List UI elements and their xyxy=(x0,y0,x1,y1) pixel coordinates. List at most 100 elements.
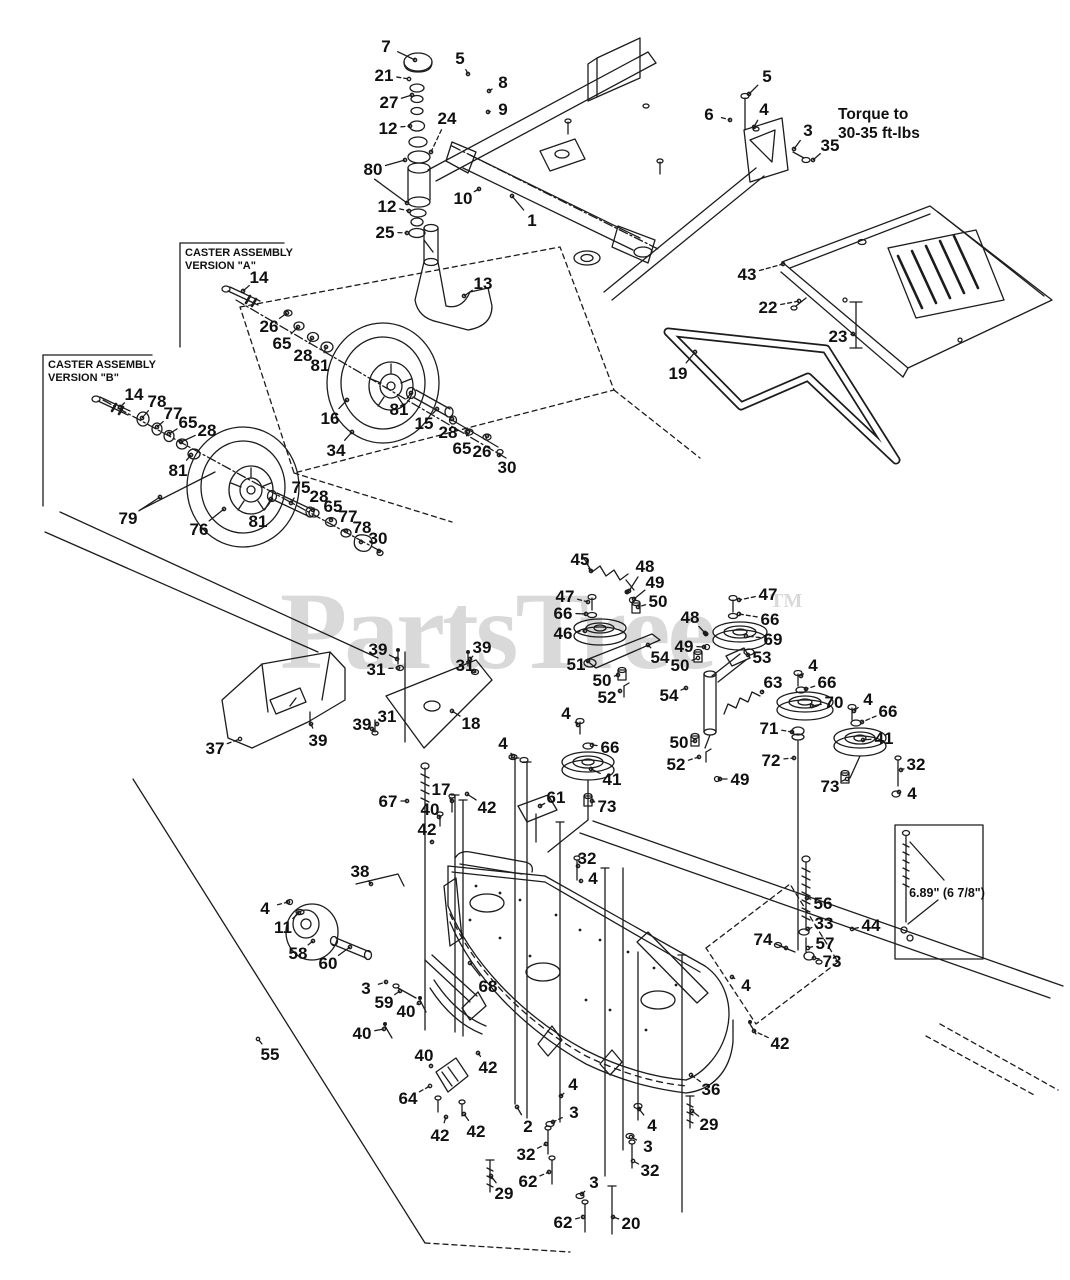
callout-label: 4 xyxy=(863,690,873,709)
callout-target-dot xyxy=(760,690,763,693)
callout-leader xyxy=(739,597,755,600)
callout-target-dot xyxy=(781,262,784,265)
callout-target-dot xyxy=(395,657,398,660)
callout-target-dot xyxy=(576,723,579,726)
callout-label: 77 xyxy=(164,404,183,423)
callout-target-dot xyxy=(466,72,469,75)
callout-label: 39 xyxy=(309,731,328,750)
callout-target-dot xyxy=(158,495,161,498)
callout-label: 73 xyxy=(823,952,842,971)
callout-label: 39 xyxy=(353,715,372,734)
callout-target-dot xyxy=(289,501,292,504)
callout-target-dot xyxy=(792,756,795,759)
callout-label: 42 xyxy=(479,1058,498,1077)
callout-label: 43 xyxy=(738,265,757,284)
callout-target-dot xyxy=(309,722,312,725)
callout-leader xyxy=(444,1117,446,1123)
callout-target-dot xyxy=(311,939,314,942)
callout-target-dot xyxy=(370,727,373,730)
callout-label: 47 xyxy=(759,585,778,604)
callout-target-dot xyxy=(806,946,809,949)
callout-label: 76 xyxy=(190,520,209,539)
callout-leader xyxy=(258,1039,262,1044)
callout-target-dot xyxy=(551,1120,554,1123)
callout-leader xyxy=(854,707,858,711)
callout-leader xyxy=(814,958,819,959)
callout-target-dot xyxy=(497,453,500,456)
callout-target-dot xyxy=(812,956,815,959)
callout-target-dot xyxy=(580,1192,583,1195)
callout-target-dot xyxy=(792,147,795,150)
callout-label: 69 xyxy=(764,630,783,649)
callout-leader xyxy=(433,409,437,413)
callout-target-dot xyxy=(238,737,241,740)
callout-label: 66 xyxy=(761,610,780,629)
callout-target-dot xyxy=(487,89,490,92)
callout-target-dot xyxy=(179,440,182,443)
callout-label: 28 xyxy=(198,421,217,440)
callout-target-dot xyxy=(409,391,412,394)
callout-leader xyxy=(474,189,479,192)
callout-label: 12 xyxy=(379,119,398,138)
callout-target-dot xyxy=(437,815,440,818)
callout-target-dot xyxy=(468,961,471,964)
callout-label: 64 xyxy=(399,1089,418,1108)
callout-label: 46 xyxy=(554,624,573,643)
callout-label: 33 xyxy=(815,914,834,933)
callout-label: 29 xyxy=(495,1184,514,1203)
callout-label: 79 xyxy=(119,509,138,528)
callout-leader xyxy=(395,991,400,995)
callout-label: 67 xyxy=(379,792,398,811)
callout-target-dot xyxy=(369,882,372,885)
callout-leader xyxy=(592,745,597,746)
callout-leader xyxy=(852,928,858,929)
callout-target-dot xyxy=(297,911,300,914)
callout-target-dot xyxy=(485,434,488,437)
callout-label: 6 xyxy=(704,105,713,124)
callout-label: 31 xyxy=(367,660,386,679)
callout-label: 44 xyxy=(862,916,881,935)
callout-label: 4 xyxy=(260,899,270,918)
frame-weldment-drawing xyxy=(428,38,810,300)
callout-target-dot xyxy=(559,1094,562,1097)
callout-target-dot xyxy=(547,1170,550,1173)
callout-target-dot xyxy=(747,92,750,95)
callout-target-dot xyxy=(744,634,747,637)
callout-label: 73 xyxy=(821,777,840,796)
callout-target-dot xyxy=(637,1107,640,1110)
callout-label: 4 xyxy=(561,704,571,723)
callout-target-dot xyxy=(382,1027,385,1030)
callout-target-dot xyxy=(693,739,696,742)
caster-a-label-line1: CASTER ASSEMBLY xyxy=(185,247,294,259)
callout-label: 38 xyxy=(351,862,370,881)
callout-target-dot xyxy=(579,879,582,882)
callout-target-dot xyxy=(538,804,541,807)
callout-target-dot xyxy=(616,673,619,676)
callout-label: 50 xyxy=(670,733,689,752)
callout-target-dot xyxy=(466,430,469,433)
callout-target-dot xyxy=(398,989,401,992)
callout-label: 29 xyxy=(700,1115,719,1134)
callout-leader xyxy=(633,1161,639,1164)
callout-label: 24 xyxy=(438,109,457,128)
callout-label: 47 xyxy=(556,587,575,606)
caster-b-label-line2: VERSION "B" xyxy=(48,372,119,384)
callout-target-dot xyxy=(510,194,513,197)
callout-target-dot xyxy=(405,201,408,204)
callout-target-dot xyxy=(799,674,802,677)
callout-label: 51 xyxy=(567,655,586,674)
callout-target-dot xyxy=(405,231,408,234)
callout-target-dot xyxy=(646,643,649,646)
callout-label: 9 xyxy=(498,100,507,119)
callout-label: 23 xyxy=(829,327,848,346)
callout-label: 18 xyxy=(462,714,481,733)
callout-label: 81 xyxy=(390,400,409,419)
callout-target-dot xyxy=(472,669,475,672)
callout-target-dot xyxy=(804,687,807,690)
callout-label: 65 xyxy=(324,497,343,516)
callout-target-dot xyxy=(702,645,705,648)
callout-target-dot xyxy=(413,58,416,61)
callout-label: 4 xyxy=(498,734,508,753)
callout-label: 36 xyxy=(702,1080,721,1099)
